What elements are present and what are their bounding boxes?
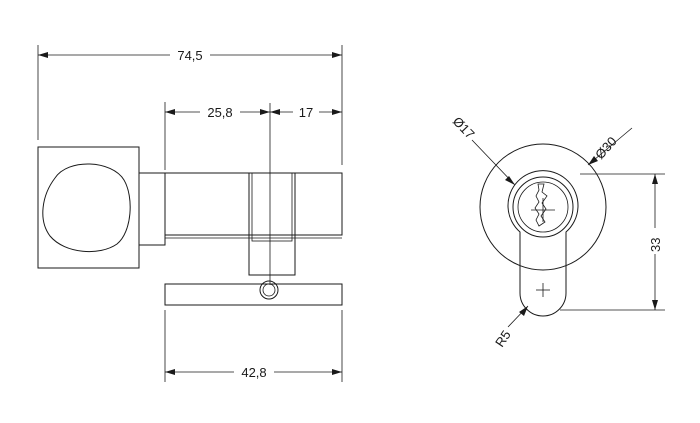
turn-shaft bbox=[138, 172, 166, 246]
dim-height: 33 bbox=[560, 173, 665, 311]
fixing-screw-hole bbox=[259, 280, 279, 300]
dim-inner-diameter: Ø17 bbox=[450, 114, 516, 186]
cam-slot bbox=[248, 172, 296, 276]
keyway bbox=[534, 183, 548, 227]
dim-height-label: 33 bbox=[648, 238, 663, 252]
dim-body-length: 42,8 bbox=[164, 310, 343, 382]
plug-outer-ring bbox=[512, 176, 574, 238]
dim-left-label: 25,8 bbox=[207, 105, 232, 120]
cylinder-lower-body bbox=[164, 283, 343, 306]
dim-right-section: 17 bbox=[270, 103, 342, 121]
dim-left-section: 25,8 bbox=[164, 102, 270, 170]
dim-right-label: 17 bbox=[299, 105, 313, 120]
side-view bbox=[37, 103, 343, 306]
dim-radius-label: R5 bbox=[492, 328, 514, 350]
front-view bbox=[479, 143, 607, 317]
cylinder-profile bbox=[507, 170, 579, 317]
plug-inner-ring bbox=[517, 181, 569, 233]
outer-rose bbox=[479, 143, 607, 271]
cylinder-body bbox=[164, 172, 343, 236]
dim-body-label: 42,8 bbox=[241, 365, 266, 380]
dim-overall: 74,5 bbox=[37, 45, 343, 165]
dim-overall-label: 74,5 bbox=[177, 48, 202, 63]
dim-outer-diameter: Ø30 bbox=[587, 127, 633, 166]
dim-radius: R5 bbox=[492, 305, 529, 350]
cam-slot-inner bbox=[251, 172, 293, 242]
thumb-turn-knob bbox=[42, 163, 131, 253]
thumb-turn-square bbox=[37, 146, 140, 269]
dim-inner-diameter-label: Ø17 bbox=[450, 114, 478, 142]
